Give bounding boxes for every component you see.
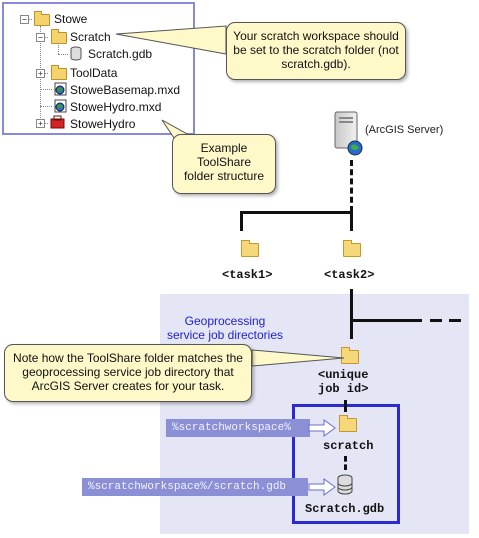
collapse-icon[interactable]: − [36, 33, 45, 42]
folder-icon [241, 240, 259, 257]
connector-line [449, 319, 461, 322]
map-document-icon [54, 99, 67, 113]
folder-icon [341, 347, 359, 364]
tree-connector [58, 42, 59, 54]
tree-item-stowe[interactable]: Stowe [54, 12, 88, 26]
scratch-folder-label: scratch [323, 439, 374, 453]
folder-icon [343, 240, 361, 257]
task2-label: <task2> [324, 268, 375, 282]
scratchworkspace-tag: %scratchworkspace% [166, 419, 310, 437]
expand-icon[interactable]: + [36, 69, 45, 78]
tree-connector [58, 54, 68, 55]
unique-job-id-label: <unique job id> [318, 368, 369, 396]
map-document-icon [54, 82, 67, 96]
arrow-icon [308, 478, 336, 496]
tree-connector [40, 89, 52, 90]
connector-line [344, 456, 347, 470]
tree-item-scratch-gdb[interactable]: Scratch.gdb [88, 47, 153, 61]
connector-line [430, 319, 442, 322]
callout-pointer [251, 349, 345, 367]
server-icon [334, 111, 363, 156]
scratchworkspace-gdb-tag: %scratchworkspace%/scratch.gdb [82, 478, 308, 496]
geodatabase-icon [70, 46, 82, 61]
callout-scratch-workspace: Your scratch workspace should be set to … [226, 22, 406, 80]
connector-line [350, 289, 353, 339]
server-label: (ArcGIS Server) [365, 124, 444, 136]
connector-line [240, 211, 243, 231]
folder-icon [51, 29, 67, 44]
tree-item-stowebasemap[interactable]: StoweBasemap.mxd [70, 83, 181, 97]
tree-item-stowehydro-mxd[interactable]: StoweHydro.mxd [70, 100, 162, 114]
folder-icon [339, 415, 357, 432]
job-area-title: Geoprocessing service job directories [166, 314, 284, 342]
tree-item-tooldata[interactable]: ToolData [70, 66, 118, 80]
callout-example-structure: Example ToolShare folder structure [172, 134, 276, 194]
expand-icon[interactable]: + [36, 119, 45, 128]
toolbox-icon [50, 115, 65, 129]
connector-line [240, 211, 353, 214]
connector-line [344, 400, 347, 412]
scratch-gdb-label: Scratch.gdb [305, 502, 385, 516]
connector-line [350, 160, 353, 212]
folder-icon [34, 11, 50, 26]
folder-icon [51, 65, 67, 80]
callout-pointer [115, 25, 227, 55]
toolshare-tree-panel: − Stowe − Scratch Scratch.gdb + ToolData… [2, 2, 195, 135]
tree-item-stowehydro-toolbox[interactable]: StoweHydro [70, 117, 136, 131]
geodatabase-icon [337, 474, 353, 495]
callout-note-match: Note how the ToolShare folder matches th… [4, 344, 252, 402]
collapse-icon[interactable]: − [20, 15, 29, 24]
task1-label: <task1> [222, 268, 273, 282]
tree-connector [40, 106, 52, 107]
arrow-icon [308, 419, 336, 437]
connector-line [352, 319, 422, 322]
tree-item-scratch[interactable]: Scratch [70, 30, 111, 44]
connector-line [350, 211, 353, 231]
